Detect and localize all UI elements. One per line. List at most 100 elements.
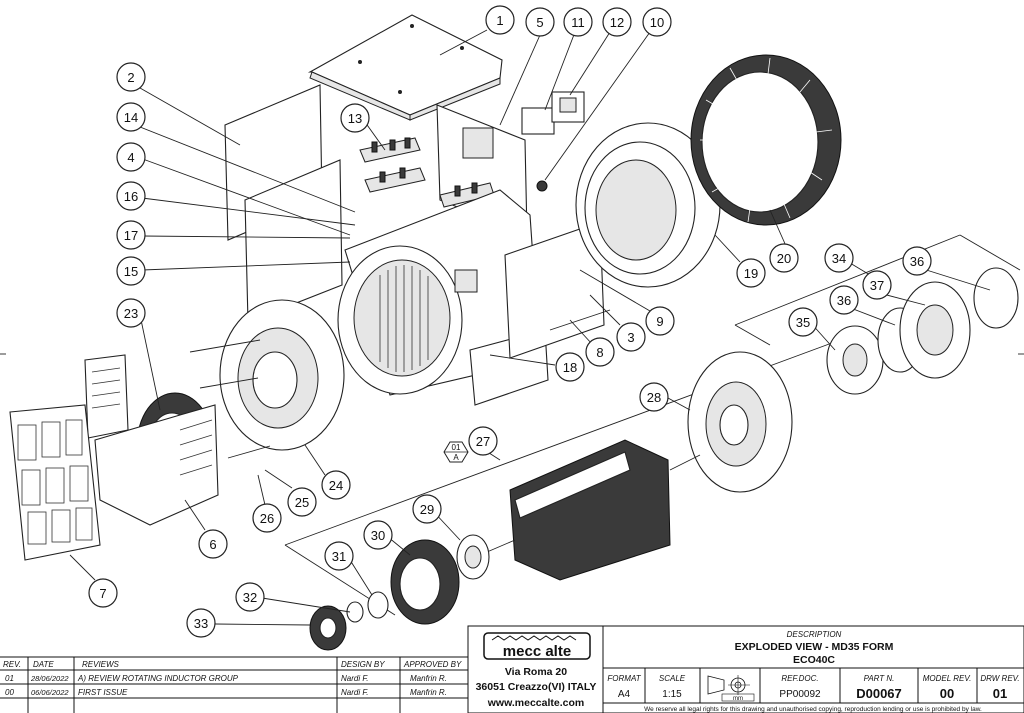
svg-text:27: 27	[476, 434, 490, 449]
description-line1: EXPLODED VIEW - MD35 FORM	[735, 641, 894, 653]
svg-text:34: 34	[832, 251, 846, 266]
svg-text:14: 14	[124, 110, 138, 125]
svg-text:9: 9	[656, 314, 663, 329]
model-rev-label: MODEL REV.	[923, 674, 972, 683]
balloon: 36	[902, 246, 932, 276]
legal-notice: We reserve all legal rights for this dra…	[644, 706, 982, 713]
svg-text:30: 30	[371, 528, 385, 543]
svg-text:11: 11	[571, 15, 585, 30]
grille-cover-part	[84, 354, 219, 526]
leader-lines	[69, 29, 991, 626]
svg-text:36: 36	[837, 293, 851, 308]
balloon: 15	[116, 256, 146, 286]
spacer-part	[367, 591, 389, 619]
svg-text:13: 13	[348, 111, 362, 126]
svg-text:8: 8	[596, 345, 603, 360]
svg-text:28: 28	[647, 390, 661, 405]
svg-text:17: 17	[124, 228, 138, 243]
front-flange-part	[189, 299, 345, 459]
balloon: 9	[645, 306, 675, 336]
table-row-design: Nardi F.	[341, 688, 368, 697]
ref-doc-label: REF.DOC.	[781, 674, 818, 683]
balloon: 36	[829, 285, 859, 315]
stator-frame-part	[337, 189, 549, 406]
table-row-approved: Manfrin R.	[410, 674, 447, 683]
revision-table: REV. DATE REVIEWS DESIGN BY APPROVED BY …	[0, 656, 468, 713]
format-value: A4	[618, 689, 631, 700]
rotor-part	[479, 439, 701, 581]
description-label: DESCRIPTION	[787, 630, 842, 639]
svg-text:20: 20	[777, 251, 791, 266]
balloon: 35	[788, 307, 818, 337]
company-address2: 36051 Creazzo(VI) ITALY	[476, 681, 597, 693]
fan-part	[687, 351, 793, 493]
balloon: 3	[616, 322, 646, 352]
svg-text:2: 2	[127, 70, 134, 85]
date-header: DATE	[33, 660, 54, 669]
title-block: mecc alte Via Roma 20 36051 Creazzo(VI) …	[467, 625, 1024, 713]
svg-text:24: 24	[329, 478, 343, 493]
rear-panel-part	[504, 221, 611, 359]
svg-text:32: 32	[243, 590, 257, 605]
balloon: 34	[824, 243, 854, 273]
coupling-group-part	[826, 267, 1019, 395]
model-rev-value: 00	[940, 686, 954, 701]
balloon: 37	[862, 270, 892, 300]
avr-modules-part	[521, 91, 585, 135]
svg-text:10: 10	[650, 15, 664, 30]
svg-text:6: 6	[209, 537, 216, 552]
balloon: 17	[116, 220, 146, 250]
balloon: 14	[116, 102, 146, 132]
svg-text:29: 29	[420, 502, 434, 517]
rev-header: REV.	[3, 660, 21, 669]
format-label: FORMAT	[607, 674, 641, 683]
rectifier-part	[309, 601, 364, 651]
table-row-design: Nardi F.	[341, 674, 368, 683]
svg-text:18: 18	[563, 360, 577, 375]
table-row-rev: 00	[5, 688, 14, 697]
balloon: 32	[235, 582, 265, 612]
svg-text:16: 16	[124, 189, 138, 204]
ref-doc-value: PP00092	[779, 689, 821, 700]
scale-value: 1:15	[662, 689, 682, 700]
balloon: 1	[485, 5, 515, 35]
svg-text:26: 26	[260, 511, 274, 526]
balloon: 30	[363, 520, 393, 550]
svg-text:1: 1	[496, 13, 503, 28]
reviews-header: REVIEWS	[82, 660, 120, 669]
top-cover-part	[307, 14, 503, 121]
balloon: 11	[563, 7, 593, 37]
svg-text:3: 3	[627, 330, 634, 345]
svg-text:12: 12	[610, 15, 624, 30]
balloon: 12	[602, 7, 632, 37]
balloon: 8	[585, 337, 615, 367]
balloon: 2	[116, 62, 146, 92]
datum-tag-top: 01	[452, 443, 461, 452]
balloon: 25	[287, 487, 317, 517]
balloon: 27	[468, 426, 498, 456]
description-line2: ECO40C	[793, 654, 835, 666]
part-number-label: PART N.	[864, 674, 895, 683]
balloon: 29	[412, 494, 442, 524]
drw-rev-label: DRW REV.	[980, 674, 1019, 683]
balloon: 23	[116, 298, 146, 328]
table-row-date: 28/06/2022	[30, 674, 69, 683]
bearing-part	[456, 534, 490, 580]
balloon: 24	[321, 470, 351, 500]
side-panel-left-part	[224, 84, 343, 323]
approved-by-header: APPROVED BY	[403, 660, 462, 669]
design-by-header: DESIGN BY	[341, 660, 385, 669]
datum-tag: 01 A	[443, 441, 469, 463]
svg-text:5: 5	[536, 15, 543, 30]
balloon: 5	[525, 7, 555, 37]
svg-text:31: 31	[332, 549, 346, 564]
svg-text:23: 23	[124, 306, 138, 321]
svg-text:37: 37	[870, 278, 884, 293]
drw-rev-value: 01	[993, 686, 1007, 701]
logo-text: mecc alte	[503, 643, 571, 660]
part-number-value: D00067	[856, 686, 902, 701]
balloon: 10	[642, 7, 672, 37]
svg-text:7: 7	[99, 586, 106, 601]
part-balloons: 1 5 11 12 10 2 14 13 4 16 17 15 20 19 34…	[88, 5, 932, 638]
